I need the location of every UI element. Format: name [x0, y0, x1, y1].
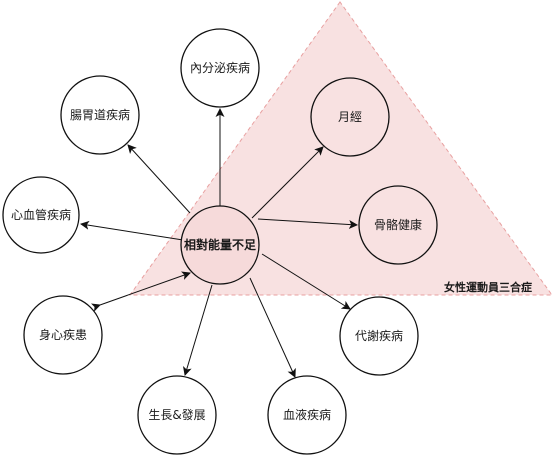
arrow-to-menstrual — [251, 146, 324, 219]
node-bone: 骨骼健康 — [358, 185, 438, 265]
node-endocrine: 內分泌疾病 — [180, 28, 260, 108]
node-gi-label: 腸胃道疾病 — [70, 107, 130, 122]
arrow-to-metabolic — [261, 253, 351, 310]
arrow-to-blood — [249, 277, 296, 378]
triad-label: 女性運動員三合症 — [444, 280, 532, 294]
node-metabolic: 代謝疾病 — [339, 296, 419, 376]
node-psych: 身心疾患 — [23, 295, 103, 375]
node-growth-label: 生長&發展 — [148, 407, 205, 422]
node-gi: 腸胃道疾病 — [60, 75, 140, 155]
arrow-to-cardio — [80, 220, 184, 241]
node-endocrine-label: 內分泌疾病 — [190, 60, 250, 75]
node-cardio-label: 心血管疾病 — [11, 207, 71, 222]
node-growth: 生長&發展 — [137, 375, 217, 455]
node-center-label: 相對能量不足 — [184, 237, 256, 252]
node-bone-label: 骨骼健康 — [374, 217, 422, 232]
arrow-to-gi — [127, 144, 191, 214]
node-metabolic-label: 代謝疾病 — [355, 328, 403, 343]
node-menstrual: 月經 — [310, 77, 390, 157]
node-blood-label: 血液疾病 — [283, 407, 331, 422]
node-center: 相對能量不足 — [180, 205, 260, 285]
connectors — [80, 108, 358, 378]
arrow-psych-center — [90, 271, 191, 312]
node-psych-label: 身心疾患 — [39, 327, 87, 342]
arrow-to-bone — [257, 218, 358, 230]
node-menstrual-label: 月經 — [338, 110, 362, 124]
node-cardio: 心血管疾病 — [2, 176, 80, 254]
node-blood: 血液疾病 — [267, 375, 347, 455]
arrow-to-growth — [182, 284, 213, 376]
